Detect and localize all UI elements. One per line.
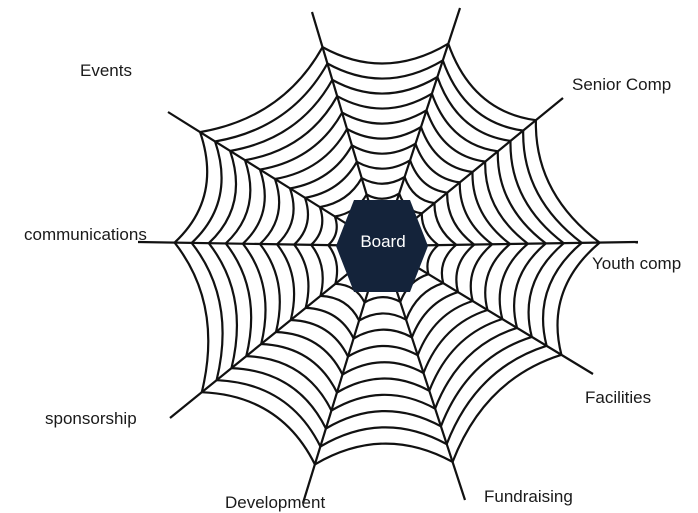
board-label: Board <box>360 232 406 251</box>
web-thread-ring-7 <box>224 92 548 413</box>
label-development: Development <box>225 493 326 512</box>
label-youth-comp: Youth comp <box>592 254 682 273</box>
web-thread-ring-8 <box>207 75 566 431</box>
label-facilities: Facilities <box>585 388 652 407</box>
label-fundraising: Fundraising <box>484 487 573 506</box>
web-thread-ring-9 <box>190 58 584 449</box>
web-thread-ring-2 <box>309 175 458 323</box>
web-thread-ring-10 <box>173 42 602 466</box>
board-hub-hexagon <box>336 200 428 292</box>
web-thread-ring-4 <box>275 142 494 359</box>
web-thread-ring-6 <box>241 108 530 395</box>
label-communications: communications <box>24 225 147 244</box>
label-events: Events <box>80 61 132 80</box>
web-thread-ring-3 <box>292 158 476 341</box>
web-thread-ring-5 <box>258 125 512 377</box>
label-senior-comp: Senior Comp <box>572 75 672 94</box>
label-sponsorship: sponsorship <box>45 409 137 428</box>
